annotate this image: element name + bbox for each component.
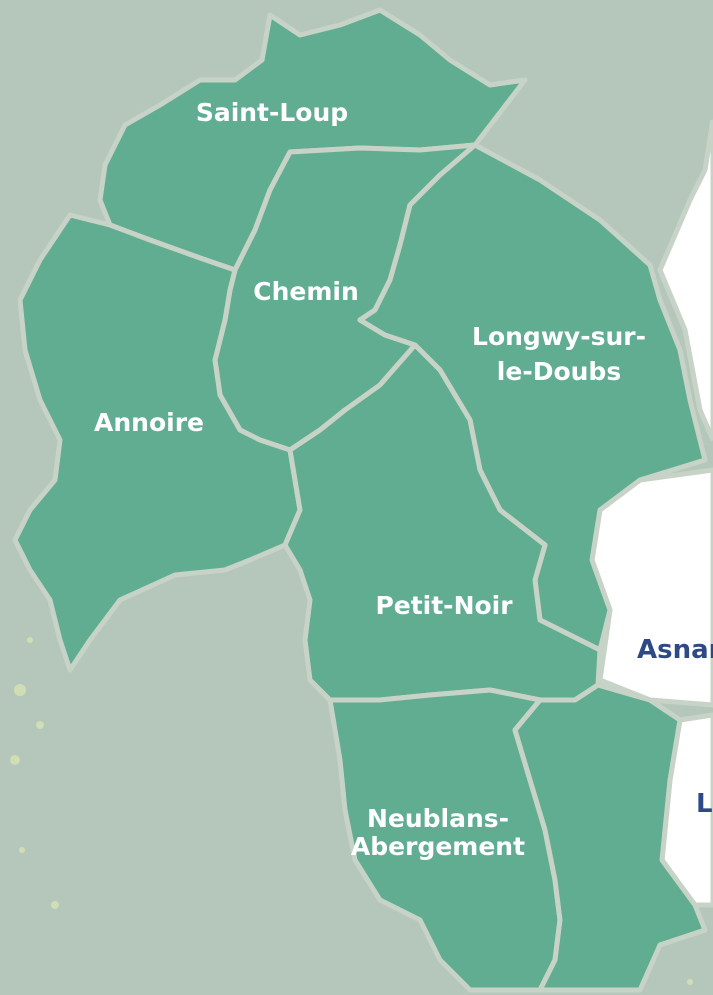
label-annoire: Annoire: [94, 408, 204, 437]
label-neublans-line2: Abergement: [351, 832, 525, 861]
label-neighbor-l: L: [696, 789, 713, 819]
commune-southeast-area[interactable]: [512, 682, 708, 993]
label-petit-noir: Petit-Noir: [375, 591, 513, 620]
label-chemin: Chemin: [253, 277, 359, 306]
label-longwy-line2: le-Doubs: [497, 357, 621, 386]
label-saint-loup: Saint-Loup: [196, 98, 348, 127]
commune-annoire[interactable]: [12, 212, 303, 673]
label-neighbor-asnar: Asnar: [637, 635, 713, 665]
label-neublans-line1: Neublans-: [367, 804, 509, 833]
label-longwy-line1: Longwy-sur-: [472, 322, 646, 351]
neighbor-area-north: [657, 119, 713, 441]
